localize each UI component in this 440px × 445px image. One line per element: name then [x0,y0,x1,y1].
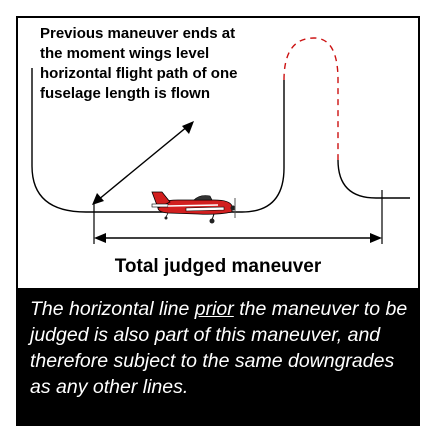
dashed-loop-path [283,37,339,160]
diagram-frame: Previous maneuver ends at the moment win… [16,16,420,426]
next-maneuver-path [337,159,410,199]
caption-text: The horizontal line prior the maneuver t… [18,288,418,400]
callout-arrow-line [97,125,189,201]
caption-box: The horizontal line prior the maneuver t… [18,288,418,424]
callout-arrowhead-bottom [92,193,104,205]
caption-emphasis: prior [194,298,234,320]
previous-maneuver-path [31,68,285,213]
dimension-arrow-left [94,233,106,243]
dimension-arrow-right [370,233,382,243]
caption-after: the maneuver to be judged is also part o… [30,298,408,398]
callout-text: Previous maneuver ends at the moment win… [40,25,238,102]
aerobatic-plane-icon [151,191,236,224]
flight-path-diagram [31,37,410,244]
dimension-label: Total judged maneuver [114,256,322,277]
caption-before: The horizontal line [30,298,195,320]
callout-arrowhead-top [182,121,194,134]
